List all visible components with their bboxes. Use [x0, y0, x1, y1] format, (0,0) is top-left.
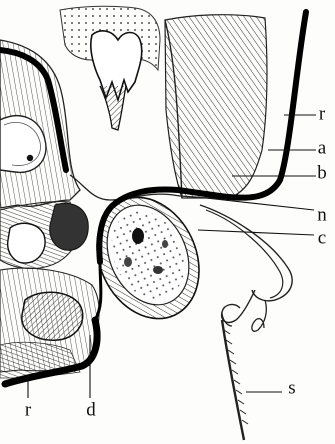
- label-a: a: [318, 139, 326, 158]
- tissue-a: [165, 15, 267, 198]
- label-d: d: [86, 401, 96, 420]
- label-s: s: [288, 379, 295, 398]
- label-n: n: [317, 206, 327, 225]
- probe-instrument: [200, 205, 292, 440]
- probe-shaft: [222, 320, 244, 440]
- label-c: c: [318, 229, 326, 248]
- left-tissue-dot: [27, 155, 33, 161]
- label-b: b: [317, 164, 327, 183]
- label-r-top: r: [319, 105, 325, 124]
- tooth-region: [60, 6, 160, 130]
- lower-left-tissue: [0, 202, 99, 378]
- label-r-bottom: r: [25, 401, 31, 420]
